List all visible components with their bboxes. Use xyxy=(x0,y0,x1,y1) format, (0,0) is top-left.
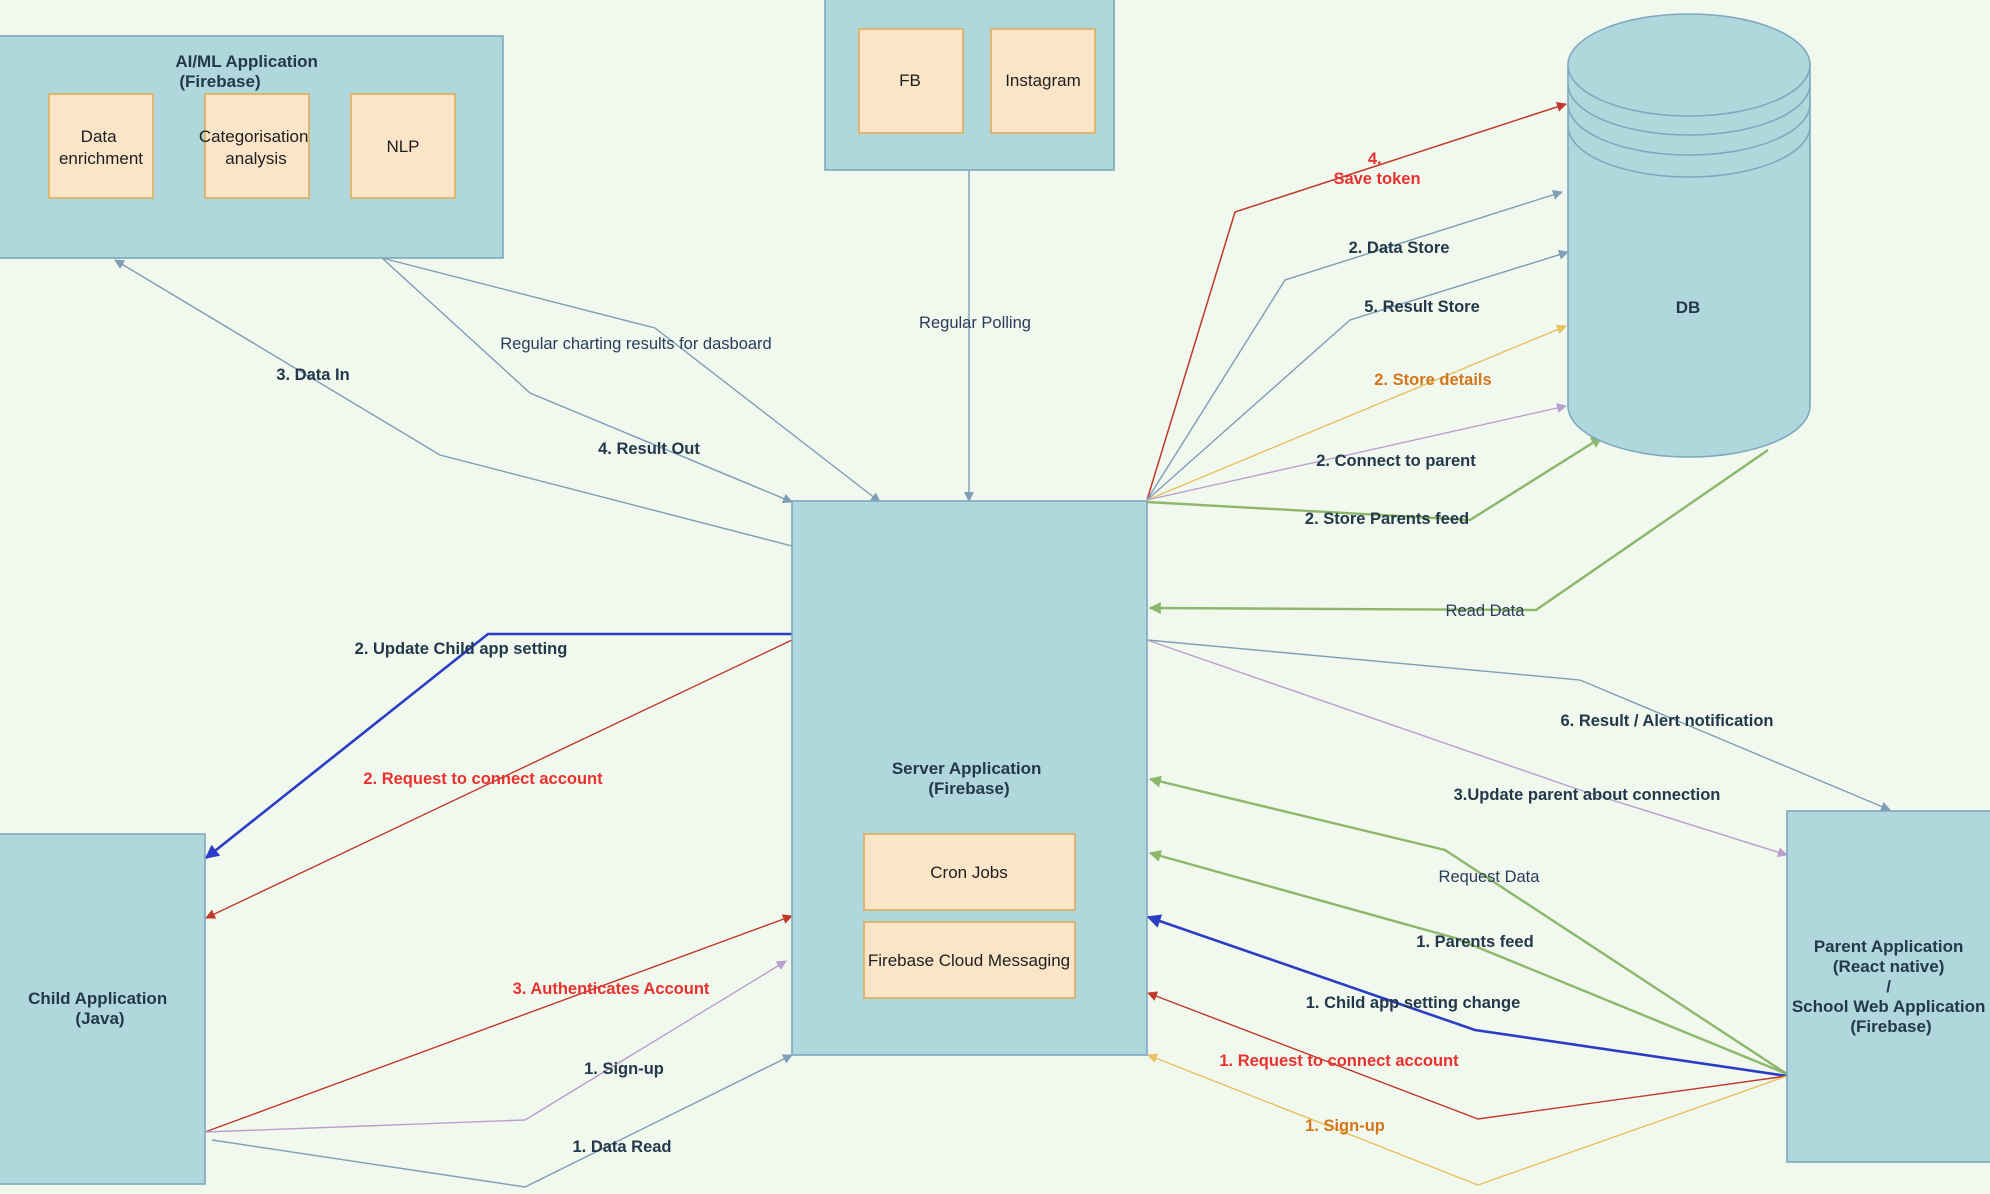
firebase-cloud-messaging-box[interactable]: Firebase Cloud Messaging xyxy=(863,921,1076,999)
edge-store-details xyxy=(1146,324,1567,501)
label-request-data: Request Data xyxy=(1439,868,1541,886)
label-read-data: Read Data xyxy=(1446,602,1526,620)
svg-text:Data enrichment: Data enrichment xyxy=(59,127,143,168)
label-request-connect-child: 2. Request to connect account xyxy=(363,770,603,788)
edges-layer xyxy=(114,102,1891,1188)
label-result-store: 5. Result Store xyxy=(1364,298,1480,316)
label-child-setting-change: 1. Child app setting change xyxy=(1306,994,1521,1012)
ai-ml-application-title: AI/ML Application (Firebase) xyxy=(175,52,322,91)
edge-result-alert xyxy=(1146,639,1891,812)
server-application-title: Server Application (Firebase) xyxy=(892,759,1046,798)
edge-child-setting-change xyxy=(1146,914,1788,1078)
label-update-parent-connection: 3.Update parent about connection xyxy=(1454,786,1721,804)
label-authenticates: 3. Authenticates Account xyxy=(513,980,710,998)
edge-result-store xyxy=(1146,249,1569,501)
edge-authenticates xyxy=(204,914,793,1133)
edge-store-parents-feed xyxy=(1146,435,1604,522)
svg-text:Instagram: Instagram xyxy=(1005,71,1081,90)
label-connect-to-parent: 2. Connect to parent xyxy=(1316,452,1476,470)
edge-parent-signup xyxy=(1147,1053,1788,1186)
edge-read-data xyxy=(1148,449,1769,615)
child-application-node[interactable]: Child Application (Java) xyxy=(0,833,206,1185)
svg-text:Firebase Cloud Messaging: Firebase Cloud Messaging xyxy=(868,951,1070,970)
label-data-in: 3. Data In xyxy=(276,366,349,384)
instagram-box[interactable]: Instagram xyxy=(990,28,1096,134)
db-title: DB xyxy=(1676,298,1701,317)
edge-save-token xyxy=(1146,102,1567,501)
svg-text:FB: FB xyxy=(899,71,921,90)
child-application-title: Child Application (Java) xyxy=(28,989,172,1028)
label-regular-charting: Regular charting results for dasboard xyxy=(500,335,771,353)
label-store-parents-feed: 2. Store Parents feed xyxy=(1305,510,1469,528)
label-result-out: 4. Result Out xyxy=(598,440,700,458)
fb-box[interactable]: FB xyxy=(858,28,964,134)
label-request-connect-parent: 1. Request to connect account xyxy=(1219,1052,1459,1070)
edge-data-read xyxy=(211,1054,793,1188)
db-node[interactable]: DB xyxy=(1567,13,1811,458)
label-parent-signup: 1. Sign-up xyxy=(1305,1117,1385,1135)
label-store-details: 2. Store details xyxy=(1374,371,1491,389)
data-enrichment-box[interactable]: Data enrichment xyxy=(48,93,154,199)
server-application-node[interactable]: Server Application (Firebase) Cron Jobs … xyxy=(791,500,1148,1056)
nlp-box[interactable]: NLP xyxy=(350,93,456,199)
edge-data-store xyxy=(1146,189,1563,501)
edge-connect-to-parent xyxy=(1146,403,1567,501)
svg-text:NLP: NLP xyxy=(386,137,419,156)
edge-request-connect-parent xyxy=(1147,991,1788,1120)
label-update-child-setting: 2. Update Child app setting xyxy=(355,640,568,658)
edge-child-signup xyxy=(204,960,787,1133)
edge-labels-layer: 3. Data In Regular charting results for … xyxy=(276,150,1773,1156)
edge-data-in xyxy=(114,259,793,547)
social-sources-node[interactable]: FB Instagram xyxy=(824,0,1115,171)
edge-update-parent-connection xyxy=(1146,639,1788,858)
svg-text:Cron Jobs: Cron Jobs xyxy=(930,863,1007,882)
label-child-signup: 1. Sign-up xyxy=(584,1060,664,1078)
label-data-read: 1. Data Read xyxy=(572,1138,671,1156)
label-regular-polling: Regular Polling xyxy=(919,314,1031,332)
label-data-store: 2. Data Store xyxy=(1349,239,1450,257)
ai-ml-application-node[interactable]: AI/ML Application (Firebase) Data enrich… xyxy=(0,35,504,259)
edge-regular-charting xyxy=(381,257,881,503)
label-result-alert: 6. Result / Alert notification xyxy=(1561,712,1774,730)
parent-application-node[interactable]: Parent Application (React native) / Scho… xyxy=(1786,810,1990,1163)
edge-result-out xyxy=(381,257,793,504)
edge-update-child-setting xyxy=(204,632,792,860)
categorisation-analysis-box[interactable]: Categorisation analysis xyxy=(199,93,313,199)
edge-request-connect-child xyxy=(205,639,793,919)
svg-text:Categorisation analy: Categorisation analysis xyxy=(199,127,313,168)
label-save-token: 4. Save token xyxy=(1333,150,1420,188)
cron-jobs-box[interactable]: Cron Jobs xyxy=(863,833,1076,911)
edge-request-data xyxy=(1148,775,1788,1076)
edge-parents-feed xyxy=(1148,850,1788,1076)
label-parents-feed: 1. Parents feed xyxy=(1416,933,1533,951)
parent-application-title: Parent Application (React native) / Scho… xyxy=(1792,937,1990,1036)
